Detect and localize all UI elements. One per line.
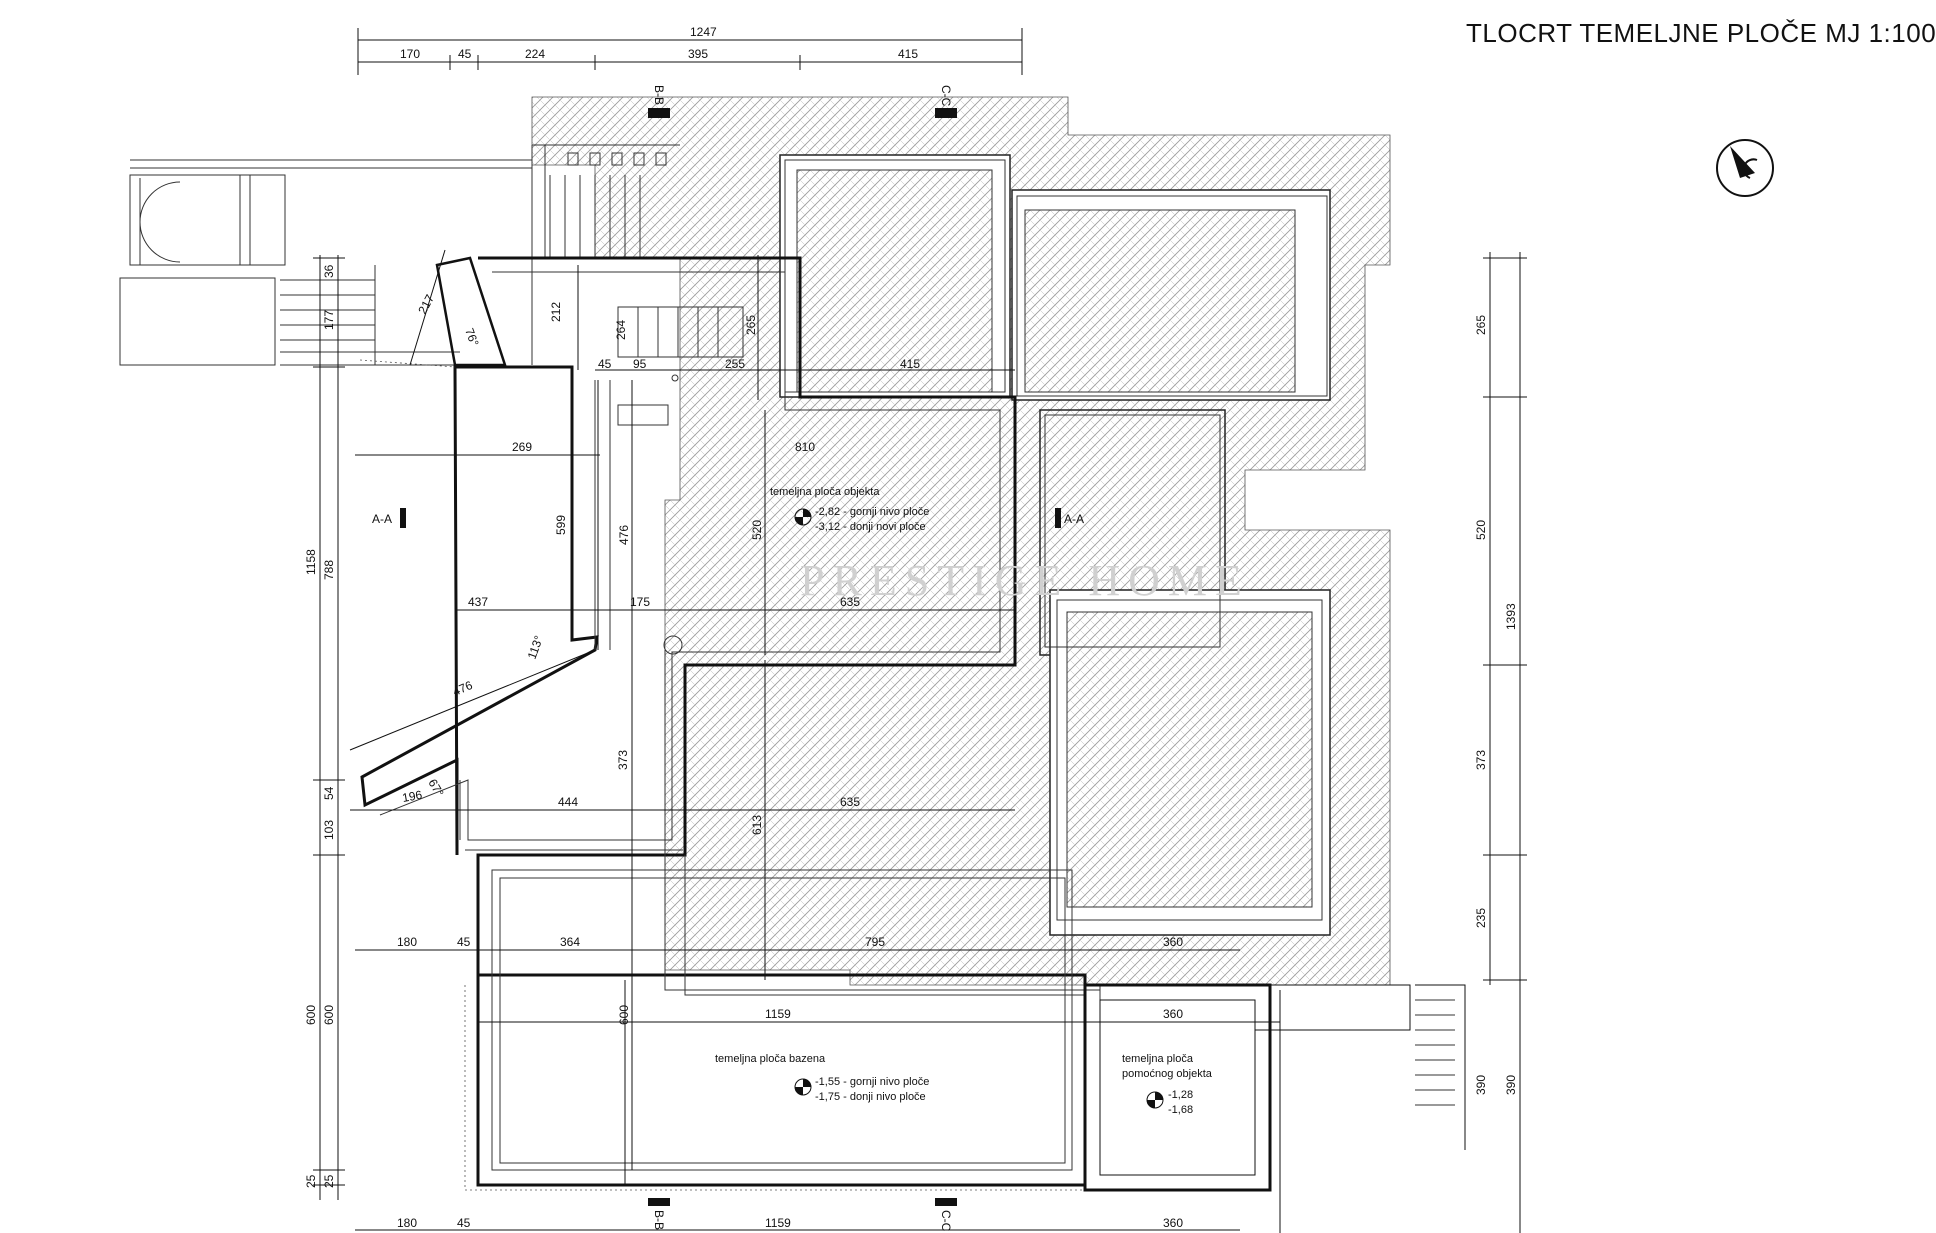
north-arrow-icon [1716, 139, 1774, 197]
section-labels: A-A A-A B-B C-C B-B C-C [372, 85, 1084, 1232]
dim-810: 810 [795, 440, 815, 454]
dim-476-diag: 476 [451, 678, 475, 699]
aux-slab-top-level: -1,28 [1168, 1089, 1193, 1101]
dim-269: 269 [512, 440, 532, 454]
stairs [549, 152, 744, 655]
dim-180-b: 180 [397, 1216, 417, 1230]
section-bb-bottom: B-B [652, 1210, 666, 1230]
dim-top-1: 170 [400, 47, 420, 61]
dim-415: 415 [900, 357, 920, 371]
dim-left-54: 54 [322, 786, 336, 800]
dim-right-2: 520 [1474, 520, 1488, 540]
dim-95: 95 [633, 357, 647, 371]
dim-212: 212 [549, 302, 563, 322]
dim-right-inner-390: 390 [1504, 1075, 1518, 1095]
dim-196: 196 [401, 788, 423, 805]
section-markers [400, 108, 1061, 1206]
dimension-texts: 1247 170 45 224 395 415 265 520 373 235 … [304, 25, 1518, 1230]
dim-795: 795 [865, 935, 885, 949]
dim-left-103: 103 [322, 820, 336, 840]
dim-265: 265 [744, 315, 758, 335]
dim-left-600b: 600 [322, 1005, 336, 1025]
dim-437: 437 [468, 595, 488, 609]
aux-slab-label-2: pomoćnog objekta [1122, 1068, 1213, 1080]
section-cc-top: C-C [939, 85, 953, 107]
pool-slab-label: temeljna ploča bazena [715, 1053, 826, 1065]
angle-113: 113° [525, 634, 546, 661]
dim-520-vert: 520 [750, 520, 764, 540]
dim-top-3: 224 [525, 47, 545, 61]
dim-264: 264 [614, 320, 628, 340]
dim-217: 217 [415, 292, 437, 317]
dim-left-36: 36 [322, 264, 336, 278]
dim-left-25a: 25 [304, 1174, 318, 1188]
dim-360-a: 360 [1163, 935, 1183, 949]
slab-labels: temeljna ploča objekta -2,82 - gornji ni… [715, 486, 1213, 1116]
dim-left-600a: 600 [304, 1005, 318, 1025]
dim-373-vert: 373 [616, 750, 630, 770]
dim-45-c: 45 [457, 1216, 471, 1230]
dim-45: 45 [598, 357, 612, 371]
dim-right-5: 390 [1474, 1075, 1488, 1095]
dim-left-total: 1158 [304, 549, 318, 575]
dim-360-b: 360 [1163, 1007, 1183, 1021]
main-slab-label: temeljna ploča objekta [770, 486, 880, 498]
dim-1159-a: 1159 [765, 1007, 791, 1021]
dim-top-5: 415 [898, 47, 918, 61]
dim-right-3: 373 [1474, 750, 1488, 770]
section-bb-top: B-B [652, 85, 666, 105]
main-slab-bottom-level: -3,12 - donji novi ploče [815, 521, 926, 533]
pool-slab-bottom-level: -1,75 - donji nivo ploče [815, 1091, 926, 1103]
dim-255: 255 [725, 357, 745, 371]
auxiliary-slab [1083, 983, 1466, 1233]
section-aa-left: A-A [372, 512, 392, 526]
aux-slab-bottom-level: -1,68 [1168, 1104, 1193, 1116]
dim-45-b: 45 [457, 935, 471, 949]
dim-600-vert: 600 [617, 1005, 631, 1025]
dim-top-4: 395 [688, 47, 708, 61]
level-markers [794, 508, 1164, 1109]
section-cc-bottom: C-C [939, 1210, 953, 1232]
dim-top-total: 1247 [690, 25, 717, 39]
angle-76: 76° [462, 326, 481, 348]
watermark-text: PRESTIGE HOME [800, 556, 1250, 605]
dim-top-2: 45 [458, 47, 472, 61]
dim-635-a: 635 [840, 595, 860, 609]
dim-599: 599 [554, 515, 568, 535]
dim-left-25b: 25 [322, 1174, 336, 1188]
dim-right-total: 1393 [1504, 603, 1518, 630]
aux-slab-label: temeljna ploča [1122, 1053, 1194, 1065]
dim-1159-b: 1159 [765, 1216, 791, 1230]
dim-476-vert: 476 [617, 525, 631, 545]
dim-175: 175 [630, 595, 650, 609]
dim-635-b: 635 [840, 795, 860, 809]
dim-360-c: 360 [1163, 1216, 1183, 1230]
main-slab-top-level: -2,82 - gornji nivo ploče [815, 506, 929, 518]
dim-613: 613 [750, 815, 764, 835]
dim-right-1: 265 [1474, 315, 1488, 335]
dim-180-a: 180 [397, 935, 417, 949]
dim-444: 444 [558, 795, 578, 809]
dim-left-788: 788 [322, 560, 336, 580]
side-stairs [1415, 999, 1455, 1106]
section-aa-right: A-A [1064, 512, 1084, 526]
dim-364: 364 [560, 935, 580, 949]
dim-right-4: 235 [1474, 908, 1488, 928]
drawing-title: TLOCRT TEMELJNE PLOČE MJ 1:100 [1466, 18, 1936, 48]
pool-slab-top-level: -1,55 - gornji nivo ploče [815, 1076, 929, 1088]
dimension-lines [313, 28, 1527, 1233]
dim-left-177: 177 [322, 310, 336, 330]
